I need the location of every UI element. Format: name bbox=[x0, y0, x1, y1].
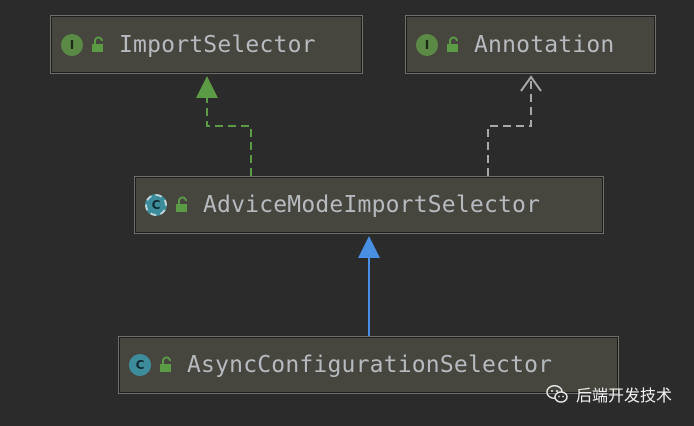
edge-extends-advice-mode bbox=[358, 236, 380, 336]
abstract-class-icon: C bbox=[145, 194, 167, 216]
node-import-selector[interactable]: I ImportSelector bbox=[50, 15, 363, 74]
class-icon: C bbox=[129, 354, 151, 376]
node-label: AsyncConfigurationSelector bbox=[187, 352, 553, 378]
watermark: 后端开发技术 bbox=[546, 382, 672, 406]
node-label: AdviceModeImportSelector bbox=[203, 192, 541, 218]
watermark-text: 后端开发技术 bbox=[575, 386, 672, 405]
unlocked-icon bbox=[160, 356, 171, 372]
node-label: ImportSelector bbox=[119, 31, 316, 58]
node-advice-mode-import-selector[interactable]: C AdviceModeImportSelector bbox=[134, 176, 604, 234]
edge-uses-annotation bbox=[487, 75, 542, 176]
node-annotation[interactable]: I Annotation bbox=[405, 15, 656, 74]
interface-icon: I bbox=[416, 33, 438, 56]
node-label: Annotation bbox=[474, 31, 615, 58]
wechat-icon bbox=[546, 384, 568, 403]
unlocked-icon bbox=[92, 36, 103, 52]
unlocked-icon bbox=[176, 196, 187, 212]
unlocked-icon bbox=[447, 36, 458, 52]
node-async-configuration-selector[interactable]: C AsyncConfigurationSelector bbox=[118, 336, 619, 394]
interface-icon: I bbox=[61, 33, 83, 56]
edge-implements-import-selector bbox=[196, 76, 252, 176]
